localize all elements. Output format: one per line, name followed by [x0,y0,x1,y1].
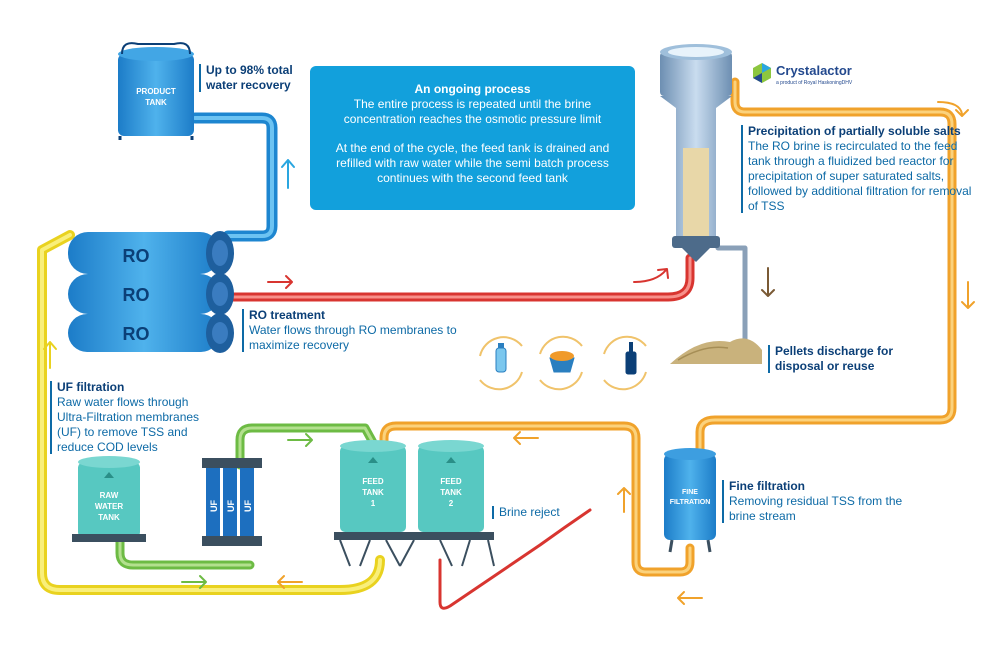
ro-module: RO [68,313,234,353]
arrow-up-icon [617,487,631,513]
precipitation-label: Precipitation of partially soluble salts… [741,124,976,214]
arrow-up-icon [43,341,57,369]
arrow-left-icon [277,575,303,589]
pellet-pile [670,338,762,364]
arrow-right-icon [181,575,207,589]
crystal-logo-icon [753,63,771,83]
ro-treatment-label: RO treatment Water flows through RO memb… [242,308,459,353]
logo-tagline: a product of Royal HaskoningDHV [776,80,853,86]
wine-bottle-icon [603,335,647,391]
brine-reject-label: Brine reject [492,505,579,520]
info-paragraph-1: The entire process is repeated until the… [343,97,602,126]
svg-text:RO: RO [123,246,150,266]
brine-reject-pipe [438,508,592,610]
arrow-right-icon [267,275,293,289]
ro-module-stack: RO RO RO [68,231,234,353]
pet-food-bowl-icon [539,335,583,391]
svg-text:UF: UF [243,500,253,512]
pellets-label: Pellets discharge for disposal or reuse [768,344,915,374]
crystalactor-logo: Crystalactor a product of Royal Haskonin… [752,62,852,89]
water-bottle-icon [479,336,523,391]
logo-name: Crystalactor [776,63,852,78]
svg-text:UF: UF [226,500,236,512]
fine-desc: Removing residual TSS from the brine str… [729,494,903,523]
fine-filtration-text: Fine filtration Removing residual TSS fr… [722,479,909,524]
ro-desc: Water flows through RO membranes to maxi… [249,323,457,352]
blue-pipe [189,112,278,242]
arrow-left-icon [677,591,703,605]
svg-text:RO: RO [123,285,150,305]
arrow-right-icon [937,101,969,117]
precip-title: Precipitation of partially soluble salts [748,124,961,138]
info-paragraph-2: At the end of the cycle, the feed tank i… [335,141,610,185]
pellet-discharge-pipe [715,245,748,348]
uf-desc: Raw water flows through Ultra-Filtration… [57,395,200,454]
uf-title: UF filtration [57,380,125,394]
red-pipe [225,253,695,302]
flow-arrows [43,101,975,605]
arrow-down-icon [961,281,975,309]
arrow-right-icon [633,268,669,283]
pipe-network [37,77,957,610]
svg-text:UF: UF [209,500,219,512]
fine-title: Fine filtration [729,479,805,493]
ro-module: RO [68,231,234,275]
arrow-right-icon [287,433,313,447]
ro-module: RO [68,273,234,315]
precip-desc: The RO brine is recirculated to the feed… [748,139,972,213]
arrow-down-icon [761,267,775,297]
crystalactor-reactor [660,44,732,262]
recovery-label: Up to 98% total water recovery [199,63,306,93]
process-info-box: An ongoing process The entire process is… [310,66,635,210]
ro-title: RO treatment [249,308,326,322]
uf-filtration-label: UF filtration Raw water flows through Ul… [50,380,202,455]
svg-text:RO: RO [123,324,150,344]
arrow-up-icon [281,159,295,189]
arrow-left-icon [513,431,539,445]
uf-module-rack: UF UF UF [202,458,262,546]
reuse-icons [479,335,647,391]
info-title: An ongoing process [414,82,531,96]
